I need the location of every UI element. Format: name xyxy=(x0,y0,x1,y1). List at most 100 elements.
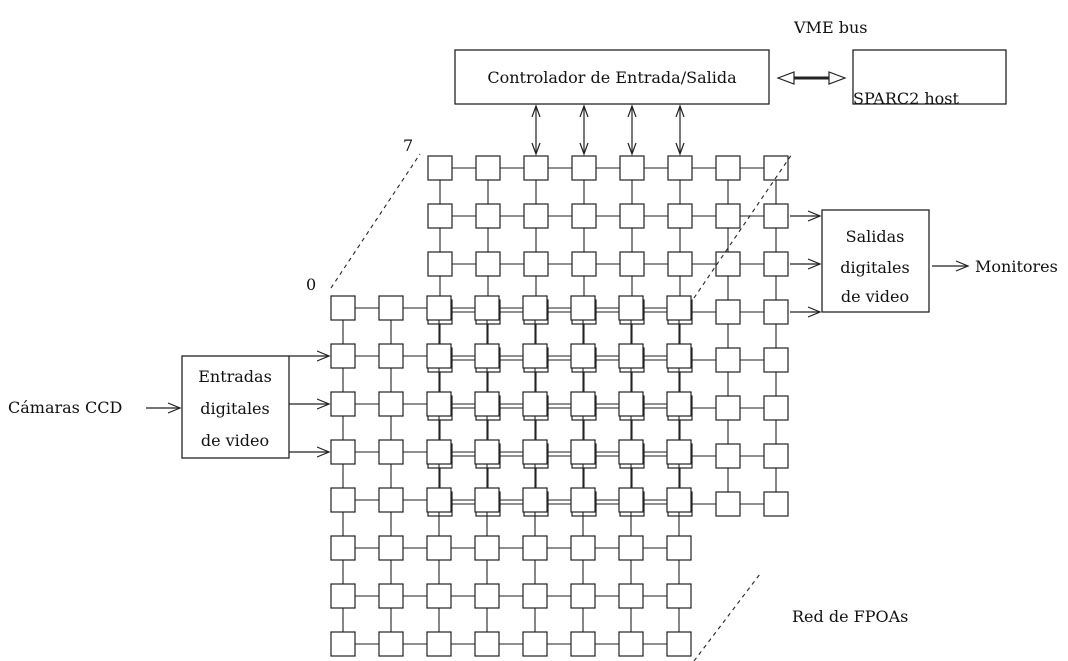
back-plane-fpoa-cell xyxy=(619,203,645,229)
front-plane-fpoa-cell xyxy=(570,535,596,561)
output-box-line-3: de video xyxy=(841,287,909,306)
output-box xyxy=(821,209,930,313)
vme-bus-label: VME bus xyxy=(793,18,867,37)
back-plane-fpoa-cell xyxy=(427,203,453,229)
front-plane-fpoa-cell xyxy=(474,631,500,657)
front-plane-fpoa-cell xyxy=(426,343,452,369)
input-link-arrow xyxy=(316,350,331,362)
back-plane-fpoa-cell xyxy=(715,299,741,325)
output-box-line-2: digitales xyxy=(840,258,909,277)
front-plane-fpoa-cell xyxy=(522,343,548,369)
output-sink-label: Monitores xyxy=(975,257,1058,276)
front-plane-fpoa-cell xyxy=(570,487,596,513)
back-plane-fpoa-cell xyxy=(571,251,597,277)
front-plane-fpoa-cell xyxy=(570,295,596,321)
front-plane-fpoa-cell xyxy=(618,535,644,561)
back-plane-fpoa-cell xyxy=(763,203,789,229)
input-box-line-3: de video xyxy=(201,431,269,450)
front-plane-fpoa-cell xyxy=(522,439,548,465)
back-plane-fpoa-cell xyxy=(715,443,741,469)
front-plane-fpoa-cell xyxy=(666,295,692,321)
front-plane-fpoa-cell xyxy=(474,487,500,513)
front-plane-fpoa-cell xyxy=(666,391,692,417)
perspective-line-bottom xyxy=(693,573,761,661)
back-plane-fpoa-cell xyxy=(715,203,741,229)
front-plane-fpoa-cell xyxy=(474,583,500,609)
front-plane-fpoa-cell xyxy=(426,631,452,657)
front-plane-fpoa-cell xyxy=(570,583,596,609)
back-plane-fpoa-cell xyxy=(715,395,741,421)
front-plane-fpoa-cell xyxy=(426,439,452,465)
front-plane-fpoa-cell xyxy=(618,439,644,465)
front-plane-fpoa-cell xyxy=(474,439,500,465)
back-plane-fpoa-cell xyxy=(763,443,789,469)
controller-box xyxy=(454,49,770,105)
controller-grid-links xyxy=(531,104,685,156)
front-plane-fpoa-cell xyxy=(330,295,356,321)
back-plane-fpoa-cell xyxy=(571,203,597,229)
back-plane-fpoa-cell xyxy=(715,155,741,181)
back-plane-fpoa-cell xyxy=(763,491,789,517)
front-plane-fpoa-cell xyxy=(330,487,356,513)
front-plane-fpoa-cell xyxy=(474,295,500,321)
back-plane-fpoa-cell xyxy=(715,347,741,373)
back-plane-fpoa-cell xyxy=(763,299,789,325)
perspective-line-right xyxy=(693,153,793,299)
host-label: SPARC2 host xyxy=(853,89,960,108)
front-plane-fpoa-cell xyxy=(618,487,644,513)
input-to-grid-arrows xyxy=(289,350,331,458)
output-box-line-1: Salidas xyxy=(846,227,905,246)
front-plane-fpoa-cell xyxy=(378,439,404,465)
front-plane-fpoa-cell xyxy=(666,583,692,609)
front-plane-fpoa-cell xyxy=(618,631,644,657)
back-plane-fpoa-cell xyxy=(571,155,597,181)
front-plane-fpoa-cell xyxy=(330,631,356,657)
vme-bus-arrow xyxy=(776,71,847,85)
back-plane-fpoa-cell xyxy=(715,251,741,277)
input-link-arrow xyxy=(316,446,331,458)
front-plane-fpoa-cell xyxy=(474,343,500,369)
back-plane-fpoa-cell xyxy=(619,155,645,181)
front-plane-fpoa-cell xyxy=(378,487,404,513)
output-sink-arrow xyxy=(932,260,970,272)
front-plane-fpoa-cell xyxy=(666,487,692,513)
front-plane-fpoa-cell xyxy=(522,295,548,321)
front-plane-fpoa-cell xyxy=(474,535,500,561)
front-plane-fpoa-cell xyxy=(522,535,548,561)
front-plane-fpoa-cell xyxy=(378,295,404,321)
front-plane-fpoa-cell xyxy=(330,343,356,369)
host-box xyxy=(852,49,1007,105)
back-plane-fpoa-cell xyxy=(523,203,549,229)
back-plane-index: 7 xyxy=(403,136,413,155)
back-plane-fpoa-cell xyxy=(667,203,693,229)
front-plane-fpoa-cell xyxy=(522,631,548,657)
front-plane-fpoa-cell xyxy=(378,343,404,369)
front-plane-fpoa-cell xyxy=(474,391,500,417)
input-box xyxy=(181,355,290,459)
back-plane-fpoa-cell xyxy=(619,251,645,277)
front-plane-fpoa-cell xyxy=(522,391,548,417)
front-plane-fpoa-cell xyxy=(522,583,548,609)
back-plane-fpoa-cell xyxy=(475,251,501,277)
front-plane-fpoa-cell xyxy=(618,295,644,321)
front-plane-fpoa-cell xyxy=(426,583,452,609)
front-plane-fpoa-cell xyxy=(666,631,692,657)
front-plane-fpoa-cell xyxy=(330,439,356,465)
front-plane-grid xyxy=(330,295,692,657)
output-link-arrow xyxy=(807,210,822,222)
input-box-line-2: digitales xyxy=(200,399,269,418)
front-plane-fpoa-cell xyxy=(378,631,404,657)
input-link-arrow xyxy=(316,398,331,410)
input-source-label: Cámaras CCD xyxy=(8,398,122,417)
input-box-line-1: Entradas xyxy=(198,367,272,386)
back-plane-fpoa-cell xyxy=(763,251,789,277)
front-plane-fpoa-cell xyxy=(378,535,404,561)
front-plane-fpoa-cell xyxy=(330,535,356,561)
front-plane-fpoa-cell xyxy=(666,343,692,369)
front-plane-fpoa-cell xyxy=(570,343,596,369)
front-plane-fpoa-cell xyxy=(570,391,596,417)
controller-label: Controlador de Entrada/Salida xyxy=(487,68,737,87)
front-plane-fpoa-cell xyxy=(570,631,596,657)
front-plane-fpoa-cell xyxy=(330,391,356,417)
back-plane-fpoa-cell xyxy=(523,251,549,277)
